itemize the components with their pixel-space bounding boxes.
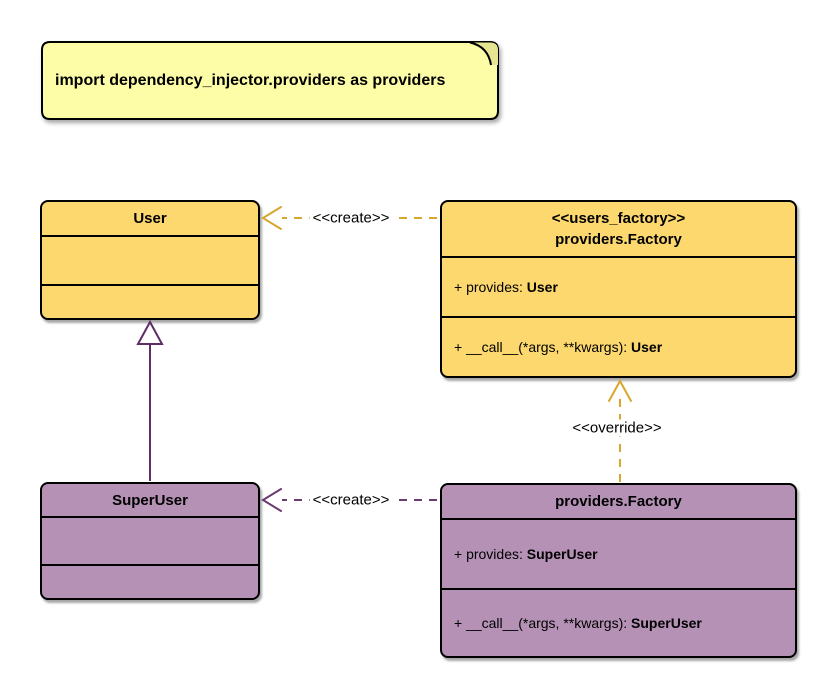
member-call-super-label: + __call__(*args, **kwargs):: [454, 615, 632, 631]
member-call-type: User: [631, 339, 663, 355]
class-superuser-fields: [42, 518, 258, 566]
member-call-super: + __call__(*args, **kwargs): SuperUser: [442, 590, 795, 656]
class-user: User: [40, 200, 260, 320]
member-provides: + provides: User: [442, 258, 795, 318]
class-superuser-factory-title: providers.Factory: [442, 485, 795, 520]
class-superuser-title: SuperUser: [42, 484, 258, 518]
edge-label-create-user: <<create>>: [309, 209, 393, 227]
class-superuser: SuperUser: [40, 482, 260, 600]
edge-label-create-superuser: <<create>>: [309, 491, 393, 509]
member-call: + __call__(*args, **kwargs): User: [442, 318, 795, 376]
edge-label-override: <<override>>: [569, 419, 665, 437]
class-user-methods: [42, 286, 258, 318]
class-user-fields: [42, 237, 258, 286]
override-arrowhead-icon: [608, 378, 632, 402]
note-shape: [41, 41, 499, 120]
class-users-factory-title: <<users_factory>> providers.Factory: [442, 202, 795, 258]
note-import: import dependency_injector.providers as …: [41, 41, 499, 120]
member-provides-super-type: SuperUser: [526, 546, 598, 562]
class-users-factory: <<users_factory>> providers.Factory + pr…: [440, 200, 797, 378]
member-call-label: + __call__(*args, **kwargs):: [454, 339, 632, 355]
member-provides-super: + provides: SuperUser: [442, 520, 795, 590]
class-users-factory-name: providers.Factory: [555, 231, 682, 248]
class-superuser-factory: providers.Factory + provides: SuperUser …: [440, 483, 797, 658]
create-superuser-arrowhead-icon: [261, 488, 282, 512]
create-user-arrowhead-icon: [261, 206, 282, 230]
class-user-title: User: [42, 202, 258, 237]
inheritance-triangle-icon: [136, 319, 164, 345]
member-provides-super-label: + provides:: [454, 546, 527, 562]
stereotype-users-factory: <<users_factory>>: [551, 210, 686, 227]
class-superuser-methods: [42, 566, 258, 598]
edge-inheritance: [136, 319, 164, 481]
member-call-super-type: SuperUser: [631, 615, 702, 631]
member-provides-type: User: [526, 279, 558, 295]
member-provides-label: + provides:: [454, 279, 527, 295]
note-text: import dependency_injector.providers as …: [55, 71, 446, 89]
